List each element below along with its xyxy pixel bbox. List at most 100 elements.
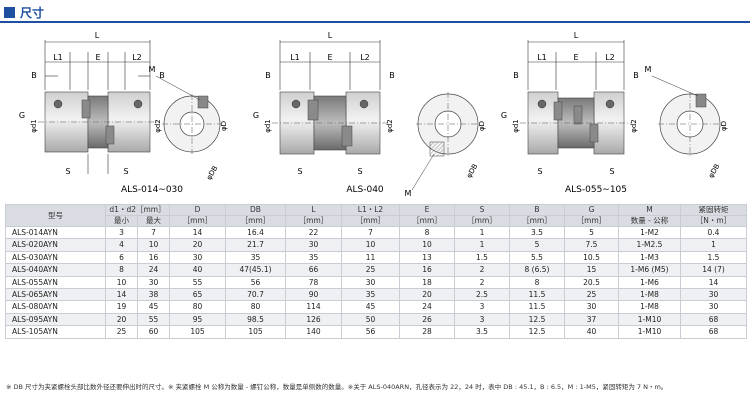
table-cell-model: ALS-065AYN	[5, 287, 106, 302]
table-cell: 56	[341, 325, 400, 339]
table-cell: 25	[105, 325, 138, 339]
header-D: D	[169, 204, 226, 216]
drawing-als-014-030: L L1 E L2 B B G φd1 φd2 S	[19, 31, 228, 195]
dim-E-2: E	[327, 53, 332, 62]
table-cell: 56	[225, 275, 286, 289]
table-cell: 1-M8	[618, 287, 681, 302]
table-cell: 10	[399, 238, 455, 252]
dim-D-1: φD	[220, 121, 228, 131]
header-L1L2: L1・L2	[341, 204, 400, 216]
table-cell: 10.5	[564, 250, 619, 265]
header-S: S	[454, 204, 510, 216]
dim-M-1: M	[149, 65, 156, 74]
header-d1d2: d1・d2［mm］	[105, 204, 170, 216]
table-cell: 30	[137, 275, 170, 289]
dim-G-3: G	[501, 111, 507, 120]
dim-B-left-2: B	[265, 71, 271, 80]
table-cell: 35	[285, 250, 342, 265]
table-cell-model: ALS-055AYN	[5, 275, 106, 289]
dim-B-right-1: B	[159, 71, 165, 80]
dim-d2-1: φd2	[154, 119, 162, 133]
table-cell-model: ALS-080AYN	[5, 300, 106, 314]
dim-S-right-3: S	[609, 167, 614, 176]
table-cell: 22	[285, 225, 342, 240]
table-cell: 140	[285, 325, 342, 339]
table-cell: 1-M6 (M5)	[618, 263, 681, 277]
section-header: 尺寸	[4, 4, 44, 20]
table-cell: 11.5	[509, 287, 565, 302]
table-cell: 30	[680, 287, 747, 302]
table-cell: 19	[105, 300, 138, 314]
table-cell: 126	[285, 312, 342, 327]
table-cell-model: ALS-040AYN	[5, 263, 106, 277]
dim-L-3: L	[574, 31, 579, 40]
table-cell: 8	[509, 275, 565, 289]
table-cell: 5	[509, 238, 565, 252]
table-cell: 1-M2	[618, 225, 681, 240]
table-cell: 7	[137, 225, 170, 240]
table-cell: 1-M8	[618, 300, 681, 314]
header-model: 型号	[5, 204, 106, 227]
header-DB: DB	[225, 204, 286, 216]
dim-G-1: G	[19, 111, 25, 120]
table-cell: 11	[341, 250, 400, 265]
header-unit-E: ［mm］	[399, 215, 455, 227]
table-cell: 47(45.1)	[225, 263, 286, 277]
table-cell: 68	[680, 325, 747, 339]
table-cell: 60	[137, 325, 170, 339]
table-cell: 30	[680, 300, 747, 314]
table-cell: 3	[454, 312, 510, 327]
table-cell: 65	[169, 287, 226, 302]
table-cell: 21.7	[225, 238, 286, 252]
dimension-drawings: L L1 E L2 B B G φd1 φd2 S	[0, 24, 750, 200]
drawing-als-040: L L1 E L2 B B G φd1 φd2 S S	[253, 31, 486, 198]
table-cell: 13	[399, 250, 455, 265]
dim-DB-3: φDB	[707, 162, 721, 179]
table-cell: 28	[399, 325, 455, 339]
table-cell: 20	[105, 312, 138, 327]
table-cell: 8	[105, 263, 138, 277]
table-cell: 3.5	[454, 325, 510, 339]
header-L: L	[285, 204, 342, 216]
table-cell-model: ALS-030AYN	[5, 250, 106, 265]
table-cell: 90	[285, 287, 342, 302]
dim-L-1: L	[95, 31, 100, 40]
table-cell: 1-M6	[618, 275, 681, 289]
header-unit-M: 数量 - 公称	[618, 215, 681, 227]
table-cell: 30	[564, 300, 619, 314]
dim-G-2: G	[253, 111, 259, 120]
header-d-max: 最大	[137, 215, 170, 227]
table-cell: 35	[341, 287, 400, 302]
drawing-label-2: ALS-040	[346, 185, 384, 195]
table-cell: 1.5	[454, 250, 510, 265]
dim-S-right-1: S	[123, 167, 128, 176]
table-cell: 26	[399, 312, 455, 327]
table-cell: 1.5	[680, 250, 747, 265]
drawing-label-3: ALS-055∼105	[565, 185, 627, 195]
dim-L1-2: L1	[290, 53, 300, 62]
table-cell: 25	[564, 287, 619, 302]
header-G: G	[564, 204, 619, 216]
section-marker-icon	[4, 6, 15, 18]
dim-D-2: φD	[478, 121, 486, 131]
table-cell: 38	[137, 287, 170, 302]
footnote: ※ DB 尺寸为夹紧螺栓头部比数外径还要伸出时的尺寸。※ 夹紧螺栓 M 公称为数…	[6, 383, 668, 391]
dim-M-3: M	[645, 65, 652, 74]
table-cell: 7	[341, 225, 400, 240]
header-E: E	[399, 204, 455, 216]
table-cell: 18	[399, 275, 455, 289]
spec-table: 型号 d1・d2［mm］ D DB L L1・L2 E S B G M 紧固转矩…	[5, 204, 747, 339]
table-cell: 55	[169, 275, 226, 289]
table-cell: 20	[169, 238, 226, 252]
table-cell: 98.5	[225, 312, 286, 327]
table-cell: 12.5	[509, 312, 565, 327]
dim-B-left-3: B	[513, 71, 519, 80]
header-unit-B: ［mm］	[509, 215, 565, 227]
table-cell: 24	[399, 300, 455, 314]
dim-DB-1: φDB	[205, 164, 219, 181]
table-cell: 20.5	[564, 275, 619, 289]
dim-S-left-3: S	[537, 167, 542, 176]
